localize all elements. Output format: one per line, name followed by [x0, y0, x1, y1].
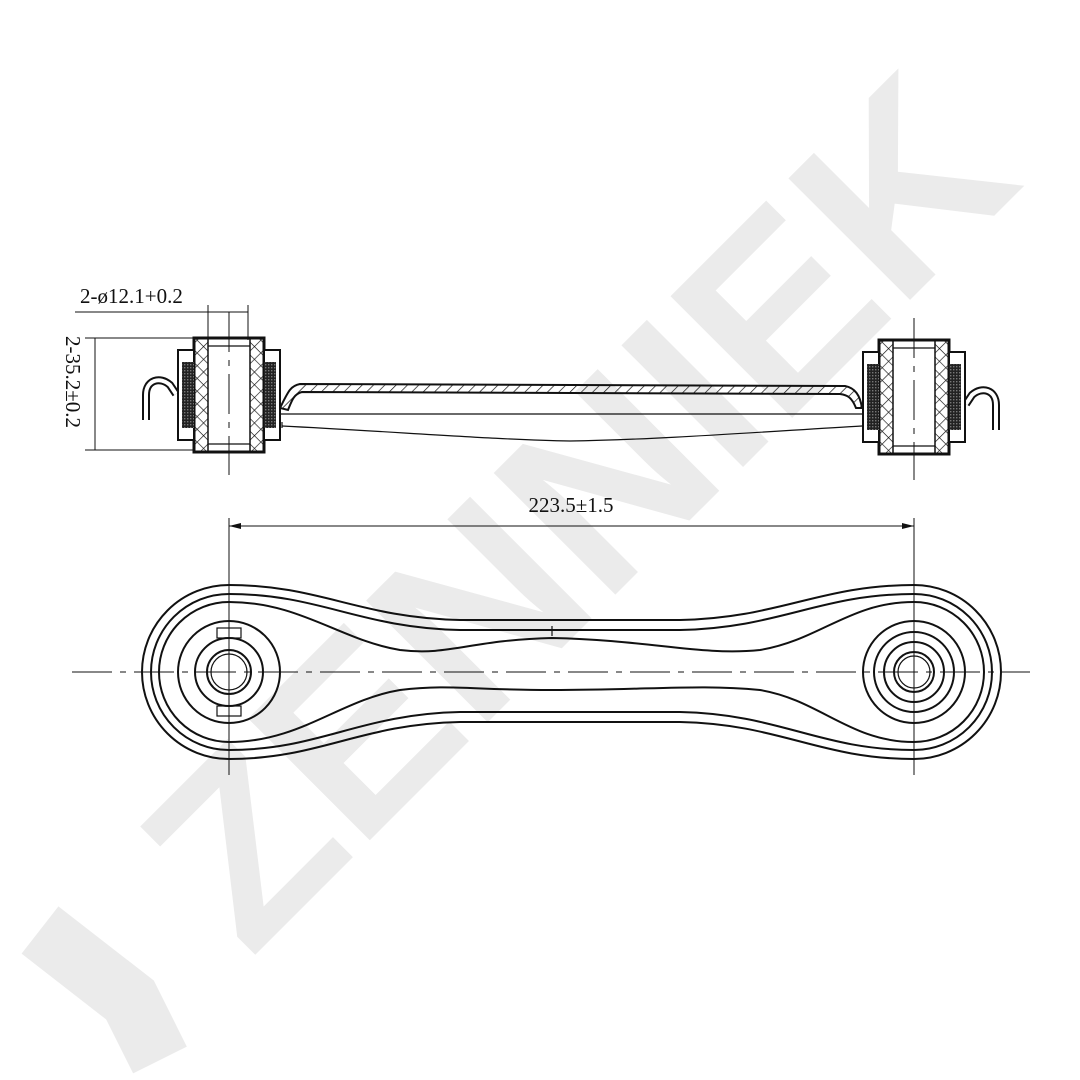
bushing-width-label: 2-35.2±0.2 — [61, 336, 85, 428]
watermark-chevron — [21, 906, 187, 1074]
bore-diameter-label: 2-ø12.1+0.2 — [80, 284, 183, 308]
plan-view — [72, 583, 1030, 775]
watermark: ZENNIEK — [21, 24, 1063, 1074]
center-distance-label: 223.5±1.5 — [528, 493, 613, 517]
side-section-view: 2-ø12.1+0.2 2-35.2±0.2 — [61, 284, 1000, 480]
center-distance-dimension: 223.5±1.5 — [228, 493, 915, 700]
